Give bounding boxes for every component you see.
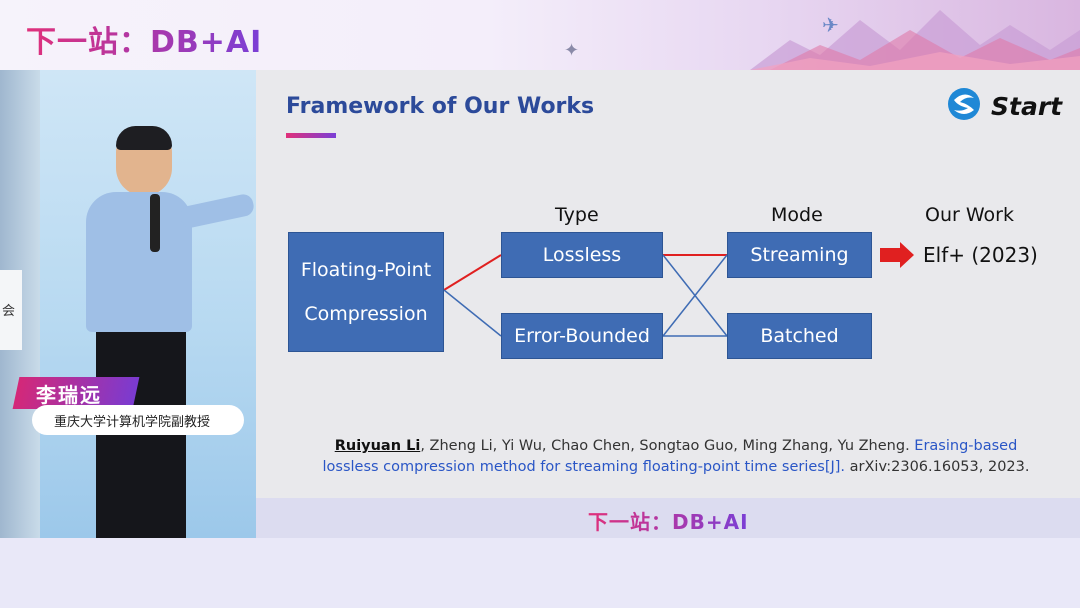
speaker-hair: [116, 126, 172, 150]
header-type: Type: [555, 204, 599, 226]
speaker-name: 李瑞远: [36, 383, 102, 407]
event-banner: 下一站：DB+AI ✦ ✈: [0, 0, 1080, 70]
microphone-icon: [150, 194, 160, 252]
slide-footer: 下一站：DB+AI: [256, 498, 1080, 538]
start-logo-icon: [948, 88, 980, 120]
satellite-icon: ✦: [564, 40, 580, 61]
citation-coauthors: , Zheng Li, Yi Wu, Chao Chen, Songtao Gu…: [420, 438, 915, 454]
box-floating-point-compression: Floating-Point Compression: [288, 232, 444, 352]
box-source-line2: Compression: [304, 303, 428, 325]
box-lossless: Lossless: [501, 232, 663, 278]
speaker-pants: [96, 332, 186, 538]
framework-connectors: [443, 242, 914, 337]
result-elf-plus: Elf+ (2023): [923, 243, 1038, 267]
speaker-shirt: [86, 192, 192, 332]
box-source-line1: Floating-Point: [300, 259, 432, 281]
citation-author: Ruiyuan Li: [334, 438, 421, 454]
bottom-area: [0, 538, 1080, 608]
slide-title: Framework of Our Works: [286, 94, 595, 119]
box-error-bounded: Error-Bounded: [501, 313, 663, 359]
citation-title-link[interactable]: Erasing-based lossless compression metho…: [322, 438, 1018, 475]
speaker-title-tag: [32, 405, 244, 435]
header-mode: Mode: [771, 204, 823, 226]
presentation-slide: Framework of Our Works Start Type Mode O…: [256, 70, 1080, 498]
airplane-icon: ✈: [822, 13, 839, 37]
box-batched: Batched: [727, 313, 872, 359]
backdrop-text: 会: [2, 304, 16, 319]
arrow-right-icon: [880, 242, 914, 268]
backdrop-sign: 会: [0, 270, 22, 350]
header-our-work: Our Work: [925, 204, 1014, 226]
speaker-video: 会 李瑞远 重庆大学计算机学院副教授: [0, 70, 256, 538]
logo-text: Start: [991, 92, 1063, 121]
mountains-illustration: [750, 10, 1080, 70]
citation: Ruiyuan Li, Zheng Li, Yi Wu, Chao Chen, …: [316, 436, 1036, 478]
speaker-arm: [178, 192, 256, 230]
speaker-title: 重庆大学计算机学院副教授: [54, 415, 211, 430]
event-title: 下一站：DB+AI: [26, 17, 262, 61]
title-underline: [286, 133, 336, 138]
citation-venue: arXiv:2306.16053, 2023.: [845, 459, 1030, 475]
footer-text: 下一站：DB+AI: [588, 506, 749, 535]
box-streaming: Streaming: [727, 232, 872, 278]
